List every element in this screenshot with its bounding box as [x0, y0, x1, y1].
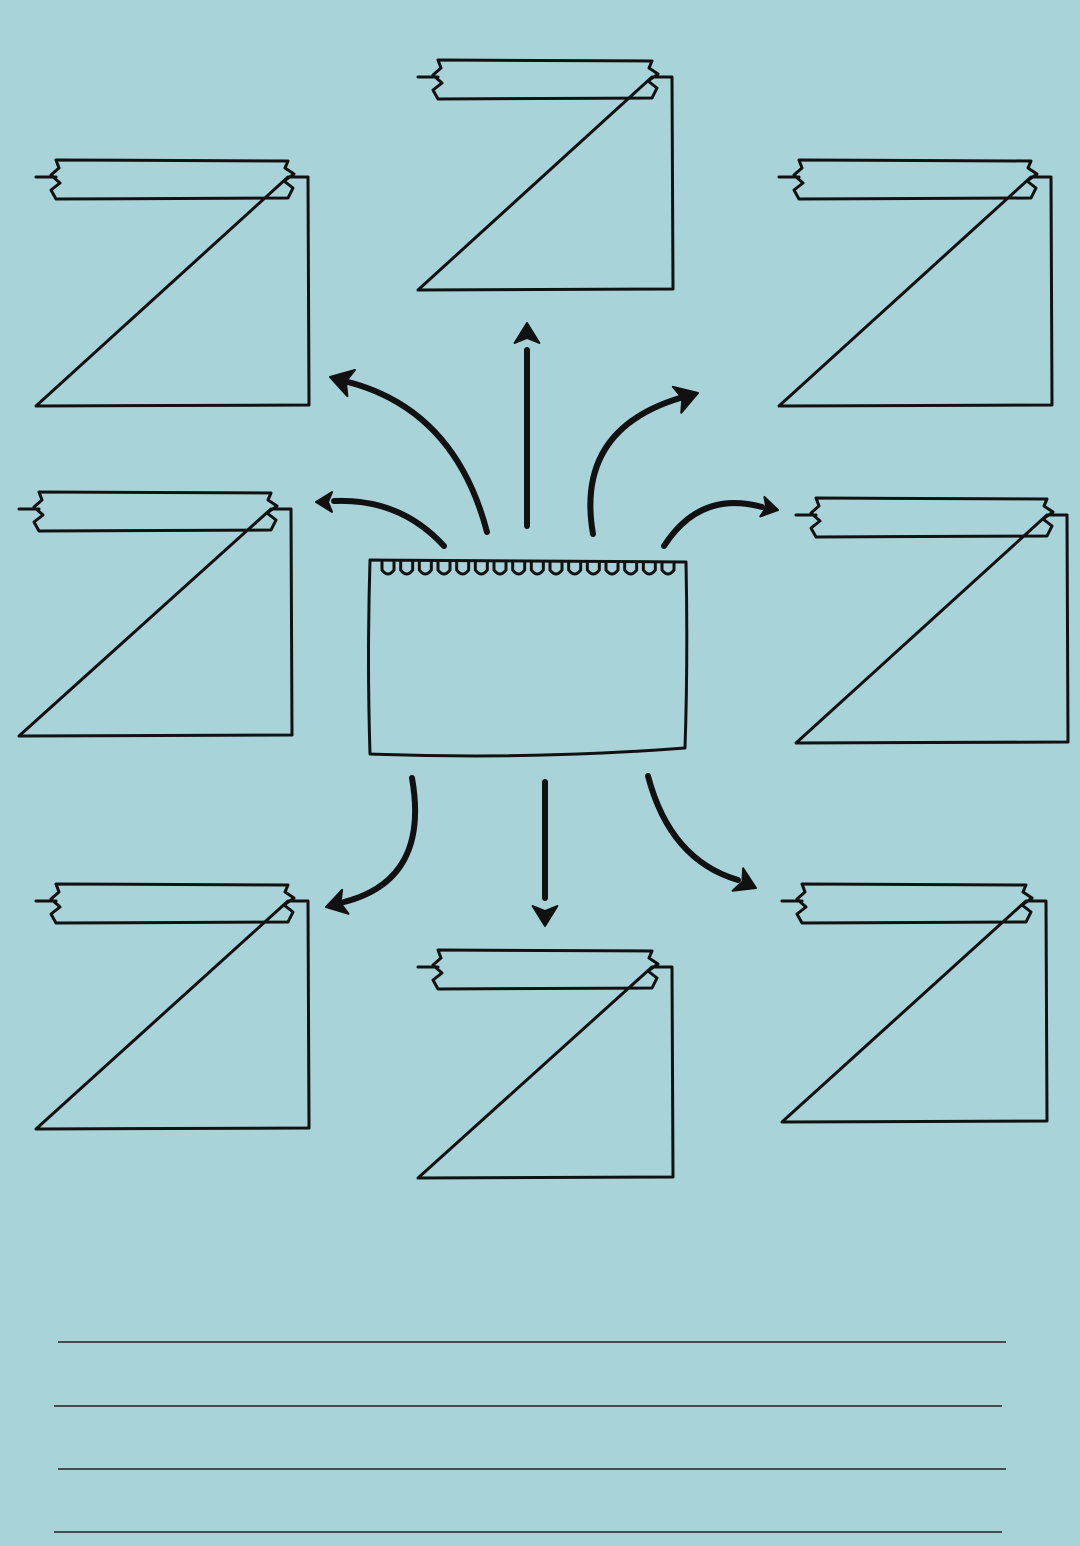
note-top[interactable]	[416, 58, 675, 292]
tape-strip	[431, 58, 660, 101]
arrow-head	[513, 322, 541, 344]
note-body	[416, 965, 675, 1180]
note-body	[34, 175, 311, 408]
arrow-head	[315, 491, 333, 513]
note-left[interactable]	[17, 490, 294, 738]
arrow-shaft	[341, 775, 419, 905]
spiral-ring	[641, 560, 657, 576]
note-body	[17, 507, 294, 738]
arrow-shaft	[345, 379, 490, 535]
tape-strip	[431, 948, 660, 991]
spiral-ring	[399, 560, 415, 576]
tape-strip	[809, 496, 1055, 539]
arrow-to-top-right	[587, 385, 699, 537]
arrow-head	[325, 888, 350, 915]
tape-strip	[49, 158, 296, 201]
arrow-to-top	[513, 322, 541, 529]
arrow-head	[731, 867, 757, 892]
arrow-to-bottom	[531, 779, 559, 927]
notepad-body	[367, 558, 689, 758]
arrow-shaft	[587, 395, 683, 537]
tape-strip	[49, 882, 296, 925]
tape-strip	[792, 158, 1039, 201]
arrow-shaft	[645, 773, 741, 883]
spiral-ring	[455, 560, 471, 576]
spiral-ring	[585, 560, 601, 576]
spiral-ring	[436, 560, 452, 576]
spiral-ring	[660, 560, 676, 576]
note-bottom[interactable]	[416, 948, 675, 1180]
spiral-ring	[548, 560, 564, 576]
spiral-ring	[417, 560, 433, 576]
tape-strip	[32, 490, 279, 533]
arrow-head	[759, 495, 779, 518]
spiral-ring	[380, 560, 396, 576]
arrow-to-left	[315, 491, 447, 549]
spiral-ring	[492, 560, 508, 576]
arrow-to-right	[661, 495, 779, 549]
note-body	[777, 175, 1054, 408]
spiral-ring	[511, 560, 527, 576]
note-bottom-left[interactable]	[34, 882, 311, 1131]
arrow-head	[671, 385, 699, 414]
arrow-to-top-left	[329, 368, 490, 535]
arrow-to-bottom-left	[325, 775, 419, 915]
arrow-shaft	[331, 497, 447, 549]
spiral-ring	[623, 560, 639, 576]
note-right[interactable]	[794, 496, 1070, 745]
note-body	[780, 899, 1049, 1124]
spiral-ring	[529, 560, 545, 576]
spiral-ring	[567, 560, 583, 576]
spiral-ring	[604, 560, 620, 576]
note-bottom-right[interactable]	[780, 882, 1049, 1124]
arrow-to-bottom-right	[645, 773, 757, 892]
arrow-shaft	[661, 500, 765, 549]
note-top-left[interactable]	[34, 158, 311, 408]
arrow-head	[329, 368, 356, 398]
center-notepad[interactable]	[367, 558, 689, 758]
note-body	[794, 513, 1070, 745]
spiral-ring	[473, 560, 489, 576]
tape-strip	[795, 882, 1034, 925]
note-body	[416, 75, 675, 292]
note-body	[34, 899, 311, 1131]
arrow-head	[531, 905, 559, 927]
note-top-right[interactable]	[777, 158, 1054, 408]
